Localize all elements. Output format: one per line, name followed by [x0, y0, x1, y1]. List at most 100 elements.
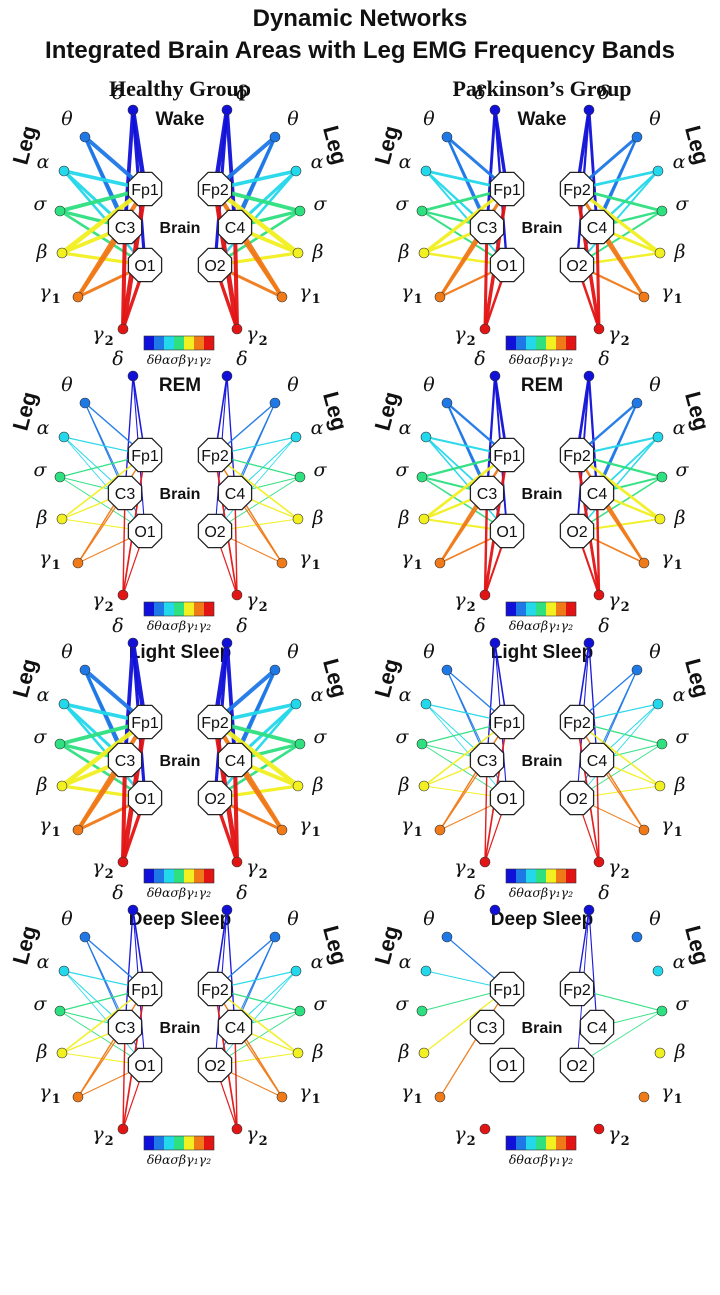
band-node-beta-left: [56, 513, 68, 525]
brain-label: Brain: [160, 486, 201, 503]
brain-label: Brain: [522, 220, 563, 237]
electrode-label-fp1: Fp1: [493, 715, 521, 732]
electrode-label-fp1: Fp1: [131, 448, 159, 465]
colorbar-swatch-theta: [516, 869, 526, 883]
electrode-label-fp2: Fp2: [563, 182, 591, 199]
figure-title-line2: Integrated Brain Areas with Leg EMG Freq…: [45, 37, 675, 64]
band-label-sub: 1: [52, 558, 61, 573]
electrode-label-c3: C3: [115, 1020, 136, 1037]
band-node-theta-left: [79, 931, 91, 943]
band-label-theta-left: θ: [61, 108, 73, 130]
electrode-label-fp1: Fp1: [131, 715, 159, 732]
band-node-gamma1-right: [638, 1091, 650, 1103]
colorbar-swatch-beta: [184, 602, 194, 616]
electrode-c3: [469, 1009, 505, 1045]
band-label-alpha-right: α: [673, 417, 686, 439]
electrode-fp1: [127, 437, 163, 473]
colorbar-swatch-beta: [546, 1136, 556, 1150]
link-beta-Fp1: [59, 719, 148, 789]
band-node-sigma-left: [416, 471, 428, 483]
band-label-sub: 2: [467, 867, 476, 882]
electrode-fp2: [197, 437, 233, 473]
band-label-alpha-right: α: [311, 684, 324, 706]
band-label-sigma-right: σ: [314, 193, 328, 215]
band-label-gamma1-left: γ1: [39, 281, 60, 307]
band-label-sub: 1: [312, 292, 321, 307]
link-delta-C3: [485, 374, 497, 495]
colorbar-label: δθασβγ₁γ₂: [147, 885, 211, 900]
band-label-sub: 1: [674, 558, 683, 573]
band-node-gamma1-left: [434, 557, 446, 569]
electrode-o2: [197, 1047, 233, 1083]
band-node-theta-right: [631, 131, 643, 143]
electrode-c4: [217, 742, 253, 778]
band-label-beta-left: β: [398, 507, 410, 529]
colorbar-swatch-delta: [506, 869, 516, 883]
band-node-gamma2-right: [593, 856, 605, 868]
electrode-label-o1: O1: [134, 524, 155, 541]
colorbar-swatch-gamma1: [194, 1136, 204, 1150]
colorbar-swatch-beta: [546, 869, 556, 883]
electrode-label-o1: O1: [496, 524, 517, 541]
band-node-delta-left: [489, 904, 501, 916]
band-node-gamma2-right: [231, 856, 243, 868]
band-node-alpha-left: [420, 165, 432, 177]
colorbar-swatch-sigma: [536, 602, 546, 616]
link-beta-Fp1: [59, 186, 148, 256]
band-label-sub: 1: [414, 558, 423, 573]
electrode-c3: [107, 1009, 143, 1045]
band-node-alpha-left: [420, 698, 432, 710]
band-node-theta-right: [631, 397, 643, 409]
band-label-delta-right: δ: [598, 348, 609, 370]
band-label-delta-left: δ: [112, 82, 123, 104]
band-label-theta-right: θ: [649, 908, 661, 930]
band-node-sigma-left: [416, 205, 428, 217]
band-node-sigma-right: [656, 471, 668, 483]
band-node-theta-left: [441, 664, 453, 676]
band-label-gamma2-right: γ2: [608, 856, 629, 882]
band-label-beta-right: β: [312, 774, 324, 796]
band-node-sigma-left: [54, 205, 66, 217]
band-label-gamma1-left: γ1: [39, 547, 60, 573]
band-label-theta-right: θ: [649, 374, 661, 396]
link-beta-Fp1: [422, 187, 509, 255]
band-node-sigma-right: [656, 738, 668, 750]
electrode-o2: [197, 247, 233, 283]
link-gamma1-Fp2: [214, 988, 283, 1098]
link-alpha-O1: [63, 970, 146, 1066]
electrode-label-c4: C4: [587, 1020, 608, 1037]
link-theta-O1: [84, 936, 146, 1066]
electrode-fp2: [197, 171, 233, 207]
link-delta-C4: [225, 641, 237, 762]
electrode-label-fp1: Fp1: [131, 182, 159, 199]
band-label-sub: 2: [259, 867, 268, 882]
band-node-alpha-right: [652, 165, 664, 177]
band-node-gamma2-left: [479, 1123, 491, 1135]
link-gamma1-Fp2: [576, 721, 645, 831]
band-label-sub: 1: [52, 825, 61, 840]
band-label-gamma2-right: γ2: [246, 1123, 267, 1149]
band-label-sub: 2: [105, 867, 114, 882]
colorbar-swatch-sigma: [536, 336, 546, 350]
electrode-fp1: [489, 437, 525, 473]
band-node-delta-right: [583, 370, 595, 382]
band-node-gamma2-left: [117, 323, 129, 335]
link-theta-O2: [576, 669, 638, 799]
band-node-theta-left: [441, 397, 453, 409]
band-node-delta-left: [127, 370, 139, 382]
band-node-sigma-right: [294, 205, 306, 217]
band-node-delta-left: [127, 637, 139, 649]
band-node-gamma2-left: [479, 589, 491, 601]
colorbar-swatch-alpha: [164, 336, 174, 350]
band-label-delta-right: δ: [598, 615, 609, 637]
colorbar-frame: [505, 601, 577, 617]
electrode-c3: [107, 475, 143, 511]
band-node-theta-right: [631, 664, 643, 676]
electrode-c4: [579, 1009, 615, 1045]
electrode-o2: [559, 513, 595, 549]
band-node-gamma1-left: [72, 1091, 84, 1103]
band-label-beta-left: β: [36, 507, 48, 529]
band-label-gamma1-right: γ1: [661, 547, 682, 573]
electrode-c4: [579, 475, 615, 511]
